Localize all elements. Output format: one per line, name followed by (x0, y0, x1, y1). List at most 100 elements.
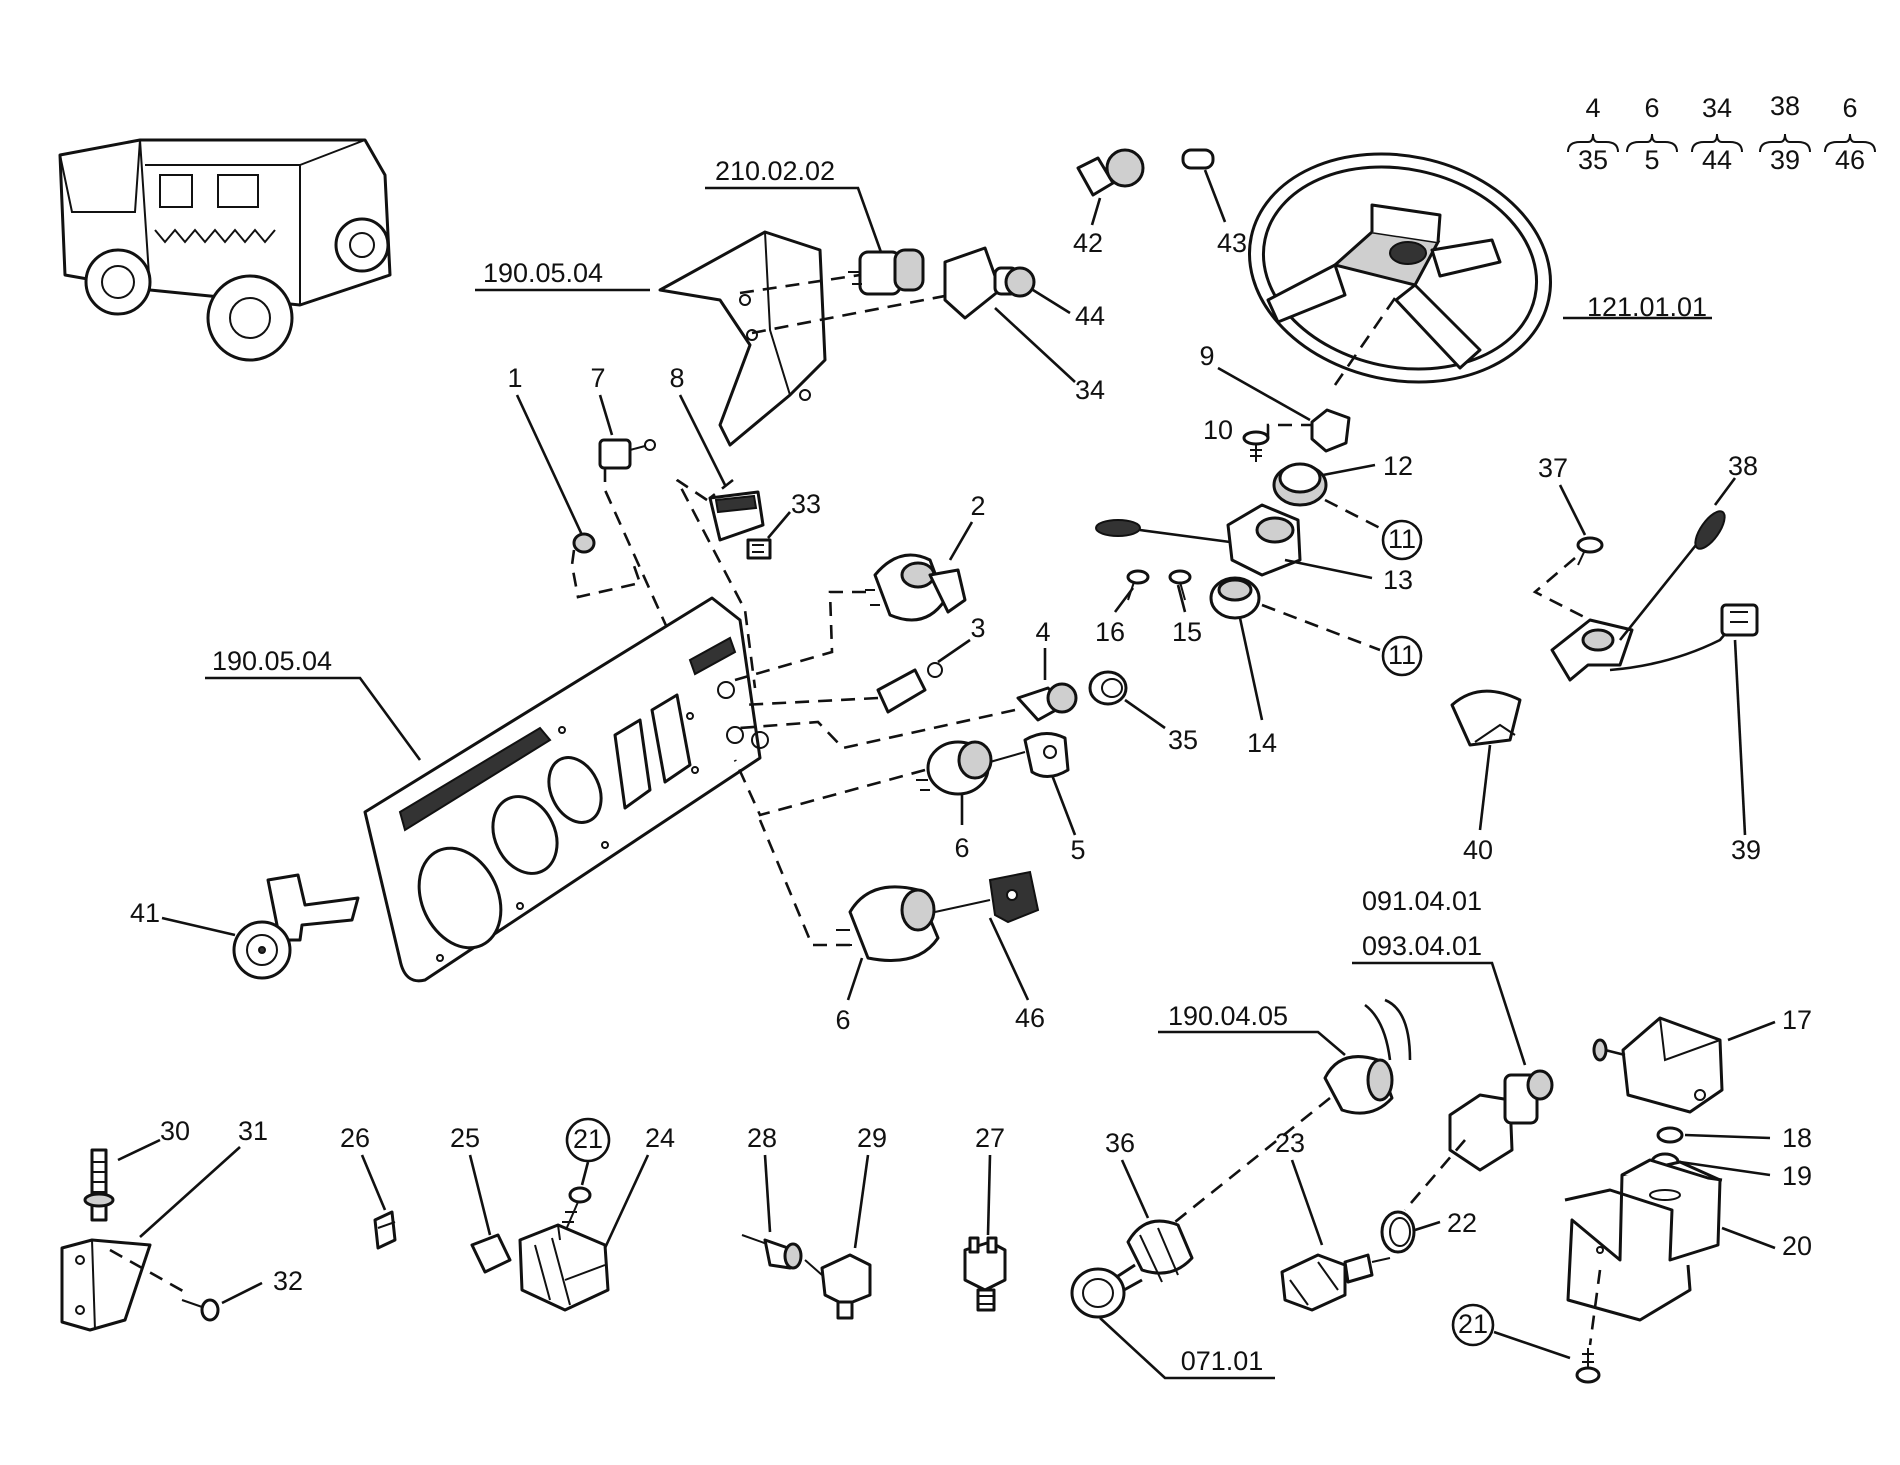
callout-44: 44 (1075, 301, 1105, 331)
bulb-43 (1181, 148, 1215, 170)
light-switch-2 (865, 553, 967, 622)
indicator-switch-38 (1550, 510, 1759, 682)
callout-7: 7 (590, 363, 605, 393)
callout-21-a: 21 (573, 1124, 603, 1154)
legend-top-5: 6 (1842, 93, 1857, 123)
callout-12: 12 (1383, 451, 1413, 481)
legend-group-3: 34 44 (1691, 93, 1743, 175)
legend-group-5: 6 46 (1824, 93, 1876, 175)
legend-bottom-2: 5 (1644, 145, 1659, 175)
cover-cap-40 (1450, 689, 1522, 747)
pressure-switch-29 (804, 1253, 872, 1320)
callout-42: 42 (1073, 228, 1103, 258)
lamp-1 (572, 532, 596, 554)
angle-bracket-31 (60, 1238, 152, 1332)
legend-bottom-4: 39 (1770, 145, 1800, 175)
screw-32 (181, 1298, 220, 1322)
callout-21-ring-b (1451, 1303, 1495, 1347)
switch-4 (1016, 682, 1078, 722)
callout-41: 41 (130, 898, 160, 928)
callout-4: 4 (1035, 617, 1050, 647)
callout-11-ring-a (1381, 519, 1423, 561)
callout-25: 25 (450, 1123, 480, 1153)
callout-21-ring-a (565, 1117, 611, 1163)
toggle-switch-7 (598, 438, 656, 470)
socket-41 (232, 873, 360, 980)
callout-8: 8 (669, 363, 684, 393)
callout-37: 37 (1538, 453, 1568, 483)
callout-20: 20 (1782, 1231, 1812, 1261)
callout-31: 31 (238, 1116, 268, 1146)
key-switch-6-upper (916, 740, 993, 796)
sensor-28 (741, 1234, 803, 1270)
gasket-071-01 (1070, 1267, 1126, 1319)
screw-37 (1576, 536, 1604, 566)
callout-23: 23 (1275, 1128, 1305, 1158)
ring-22 (1380, 1210, 1416, 1254)
key-5 (989, 732, 1070, 778)
callout-2: 2 (970, 491, 985, 521)
callout-39: 39 (1731, 835, 1761, 865)
callout-24: 24 (645, 1123, 675, 1153)
screw-21-lower (1575, 1348, 1601, 1384)
ref-093-04-01: 093.04.01 (1362, 931, 1482, 961)
callout-36: 36 (1105, 1128, 1135, 1158)
connector-36 (1113, 1219, 1194, 1292)
callout-17: 17 (1782, 1005, 1812, 1035)
callout-13: 13 (1383, 565, 1413, 595)
plug-3 (876, 662, 943, 714)
switch-17 (1592, 1016, 1724, 1114)
warning-switch-8 (708, 490, 765, 542)
nut-35 (1088, 670, 1128, 706)
legend-top-2: 6 (1644, 93, 1659, 123)
callout-3: 3 (970, 613, 985, 643)
callout-6-b: 6 (835, 1005, 850, 1035)
column-cover-14 (1209, 576, 1261, 620)
callout-26: 26 (340, 1123, 370, 1153)
callout-6-a: 6 (954, 833, 969, 863)
vehicle-illustration (58, 138, 392, 362)
ref-190-05-04-panel: 190.05.04 (212, 646, 332, 676)
toggle-switch-34 (943, 246, 1036, 320)
callout-30: 30 (160, 1116, 190, 1146)
legend-group-4: 38 39 (1759, 91, 1811, 175)
ref-190-05-04-top: 190.05.04 (483, 258, 603, 288)
sensor-27 (963, 1236, 1007, 1312)
callout-29: 29 (857, 1123, 887, 1153)
callout-1: 1 (507, 363, 522, 393)
ref-091-04-01: 091.04.01 (1362, 886, 1482, 916)
push-button-42 (1076, 148, 1145, 197)
callout-32: 32 (273, 1266, 303, 1296)
callout-22: 22 (1447, 1208, 1477, 1238)
key-switch-6-lower (836, 885, 940, 962)
callout-14: 14 (1247, 728, 1277, 758)
contact-ring-12 (1272, 462, 1328, 507)
callout-19: 19 (1782, 1161, 1812, 1191)
legend-group-1: 4 35 (1567, 93, 1619, 175)
legend-top-3: 34 (1702, 93, 1732, 123)
legend-top-1: 4 (1585, 93, 1600, 123)
callout-28: 28 (747, 1123, 777, 1153)
callout-38: 38 (1728, 451, 1758, 481)
callout-9: 9 (1199, 341, 1214, 371)
legend-bottom-3: 44 (1702, 145, 1732, 175)
screw-10 (1242, 430, 1270, 462)
screw-15 (1168, 569, 1192, 601)
switch-bracket-upper (658, 230, 827, 447)
ref-190-04-05: 190.04.05 (1168, 1001, 1288, 1031)
mounting-bracket-20 (1564, 1158, 1723, 1322)
callout-34: 34 (1075, 375, 1105, 405)
ref-071-01: 071.01 (1181, 1346, 1264, 1376)
connector-190-04-05 (1323, 998, 1412, 1115)
sender-091-04-01 (1448, 1069, 1554, 1172)
screw-16 (1126, 569, 1150, 601)
legend-bottom-5: 46 (1835, 145, 1865, 175)
callout-16: 16 (1095, 617, 1125, 647)
thermo-switch-23 (1280, 1253, 1391, 1312)
legend-bottom-1: 35 (1578, 145, 1608, 175)
legend-group-2: 6 5 (1626, 93, 1678, 175)
callout-11-ring-b (1381, 635, 1423, 677)
callout-5: 5 (1070, 835, 1085, 865)
callout-40: 40 (1463, 835, 1493, 865)
fuse-block-24 (518, 1223, 610, 1312)
